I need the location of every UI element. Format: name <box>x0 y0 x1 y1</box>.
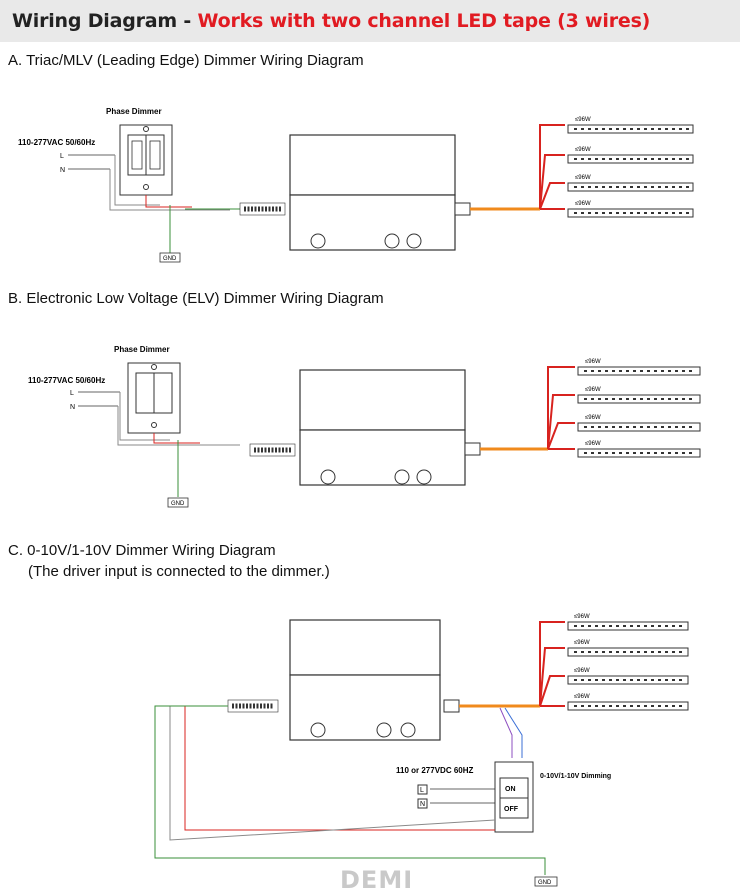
input-label: 110-277VAC 50/60Hz <box>28 376 105 385</box>
svg-text:≤96W: ≤96W <box>574 694 590 700</box>
svg-text:≤96W: ≤96W <box>585 387 601 393</box>
n-label: N <box>70 404 75 411</box>
phase-dimmer <box>127 362 181 434</box>
led-strip: ≤96W <box>567 147 694 164</box>
dimming-label: 0-10V/1-10V Dimming <box>540 773 611 780</box>
dimmer-0-10v <box>494 761 534 833</box>
led-strip: ≤96W <box>567 117 694 134</box>
led-strip: ≤96W <box>567 668 689 685</box>
led-strip: ≤96W <box>567 201 694 218</box>
svg-text:≤96W: ≤96W <box>574 640 590 646</box>
section-c-subtitle: (The driver input is connected to the di… <box>28 563 330 580</box>
svg-text:≤96W: ≤96W <box>574 668 590 674</box>
led-strip: ≤96W <box>577 387 701 404</box>
svg-text:≤96W: ≤96W <box>585 415 601 421</box>
gnd-label: GND <box>171 501 185 507</box>
gnd-label: GND <box>538 880 552 886</box>
diagram-b: Phase Dimmer 110-277VAC 50/60Hz L N GND … <box>28 345 701 508</box>
led-driver <box>299 369 466 486</box>
l-label: L <box>420 787 424 794</box>
phase-dimmer <box>119 124 173 196</box>
section-a-title: A. Triac/MLV (Leading Edge) Dimmer Wirin… <box>8 52 364 69</box>
led-strip: ≤96W <box>567 614 689 631</box>
svg-text:≤96W: ≤96W <box>575 147 591 153</box>
gnd-label: GND <box>163 256 177 262</box>
led-driver <box>289 134 456 251</box>
title-accent: Works with two channel LED tape (3 wires… <box>197 10 651 32</box>
section-c-title: C. 0-10V/1-10V Dimmer Wiring Diagram <box>8 542 276 559</box>
page-title: Wiring Diagram - Works with two channel … <box>12 10 651 32</box>
dimmer-label: Phase Dimmer <box>106 107 162 116</box>
l-label: L <box>60 153 64 160</box>
on-label: ON <box>505 786 516 793</box>
led-strip: ≤96W <box>577 415 701 432</box>
n-label: N <box>60 167 65 174</box>
header-bar: Wiring Diagram - Works with two channel … <box>0 0 740 42</box>
svg-text:≤96W: ≤96W <box>575 117 591 123</box>
input-label: 110-277VAC 50/60Hz <box>18 138 95 147</box>
led-driver <box>289 619 441 741</box>
diagram-a: Phase Dimmer 110-277VAC 50/60Hz L N GND … <box>18 107 694 263</box>
diagram-c: ≤96W ≤96W ≤96W ≤96W ON OFF 110 or 277VDC… <box>154 614 689 887</box>
svg-text:≤96W: ≤96W <box>585 441 601 447</box>
off-label: OFF <box>504 806 519 813</box>
dimmer-label: Phase Dimmer <box>114 345 170 354</box>
svg-text:≤96W: ≤96W <box>574 614 590 620</box>
input-label: 110 or 277VDC 60HZ <box>396 766 473 775</box>
led-strip: ≤96W <box>577 441 701 458</box>
svg-text:≤96W: ≤96W <box>585 359 601 365</box>
svg-text:≤96W: ≤96W <box>575 175 591 181</box>
l-label: L <box>70 390 74 397</box>
n-label: N <box>420 801 425 808</box>
led-strip: ≤96W <box>577 359 701 376</box>
section-b-title: B. Electronic Low Voltage (ELV) Dimmer W… <box>8 290 384 307</box>
led-strip: ≤96W <box>567 640 689 657</box>
watermark: DEMI <box>340 866 414 894</box>
svg-text:≤96W: ≤96W <box>575 201 591 207</box>
led-strip: ≤96W <box>567 694 689 711</box>
led-strip: ≤96W <box>567 175 694 192</box>
